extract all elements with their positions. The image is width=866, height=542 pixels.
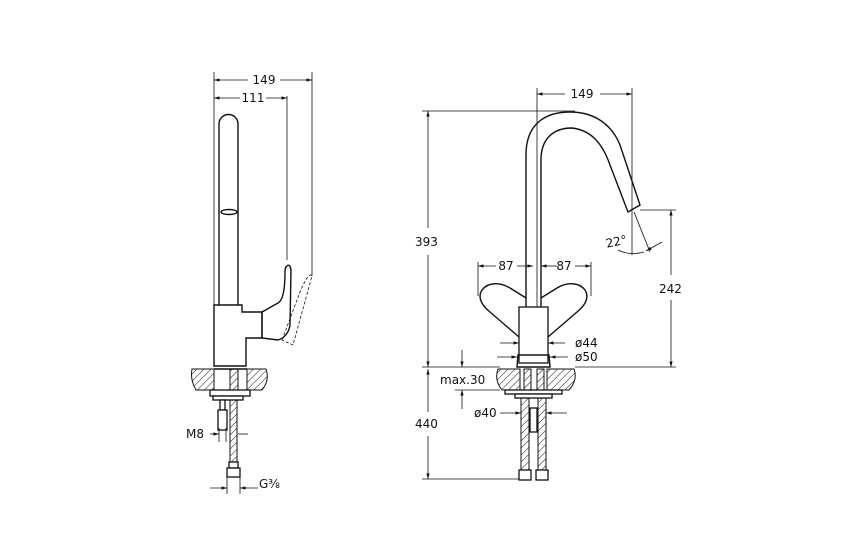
lever-left: [479, 283, 527, 338]
faucet-body: [213, 304, 263, 367]
front-dim-393: 393: [415, 235, 438, 249]
front-dim-d40: ø40: [474, 406, 497, 420]
side-view: 149 111 M8 G: [186, 72, 313, 494]
front-dim-242: 242: [659, 282, 682, 296]
lever-handle: [261, 264, 292, 341]
side-dim-149: 149: [253, 73, 276, 87]
countertop-section: [496, 368, 521, 391]
front-dim-max30: max.30: [440, 373, 485, 387]
front-dim-149: 149: [571, 87, 594, 101]
front-dim-440: 440: [415, 417, 438, 431]
front-dim-d50: ø50: [575, 350, 598, 364]
lever-right: [540, 283, 588, 338]
label-g3-8: G⅜: [259, 477, 280, 491]
label-m8: M8: [186, 427, 204, 441]
countertop-section: [191, 368, 215, 391]
side-dim-111: 111: [242, 91, 265, 105]
aerator-outlet: [220, 208, 238, 216]
front-dim-87-left: 87: [498, 259, 513, 273]
front-dim-d44: ø44: [575, 336, 598, 350]
front-dim-22deg: 22°: [605, 233, 629, 251]
front-dim-87-right: 87: [556, 259, 571, 273]
gooseneck-spout: [525, 111, 641, 307]
faucet-body: [518, 306, 549, 364]
front-view: 149 393 242 22° 87 87: [415, 87, 682, 481]
spout-tube: [218, 113, 239, 305]
